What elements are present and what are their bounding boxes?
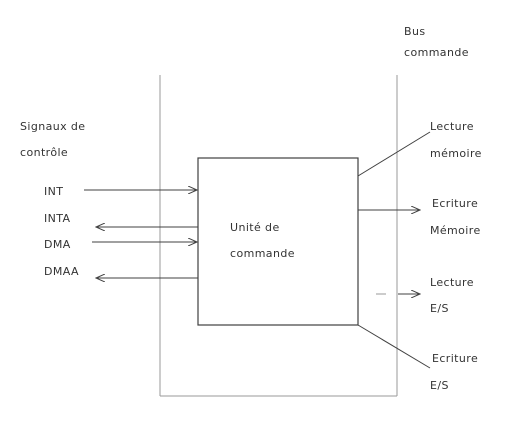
- bus-label-line2: commande: [404, 46, 469, 59]
- output-io-write-label-line2: E/S: [430, 379, 449, 392]
- output-memory-read-line: [357, 131, 431, 177]
- control-signals-label-line1: Signaux de: [20, 120, 85, 133]
- output-io-write-label-line1: Ecriture: [432, 352, 478, 365]
- unit-label-line1: Unité de: [230, 221, 280, 234]
- control-unit-box: [197, 157, 359, 326]
- signal-int-label: INT: [44, 185, 63, 198]
- unit-label-line2: commande: [230, 247, 295, 260]
- signal-inta-label: INTA: [44, 212, 71, 225]
- signal-dmaa-label: DMAA: [44, 265, 79, 278]
- signal-dma-label: DMA: [44, 238, 71, 251]
- control-signals-label-line2: contrôle: [20, 146, 68, 159]
- output-memory-write-label-line1: Ecriture: [432, 197, 478, 210]
- output-memory-read-label-line2: mémoire: [430, 147, 482, 160]
- output-io-write-line: [357, 324, 431, 369]
- bus-label-line1: Bus: [404, 25, 425, 38]
- output-io-read-label-line1: Lecture: [430, 276, 474, 289]
- output-memory-write-label-line2: Mémoire: [430, 224, 481, 237]
- output-io-read-label-line2: E/S: [430, 302, 449, 315]
- output-memory-read-label-line1: Lecture: [430, 120, 474, 133]
